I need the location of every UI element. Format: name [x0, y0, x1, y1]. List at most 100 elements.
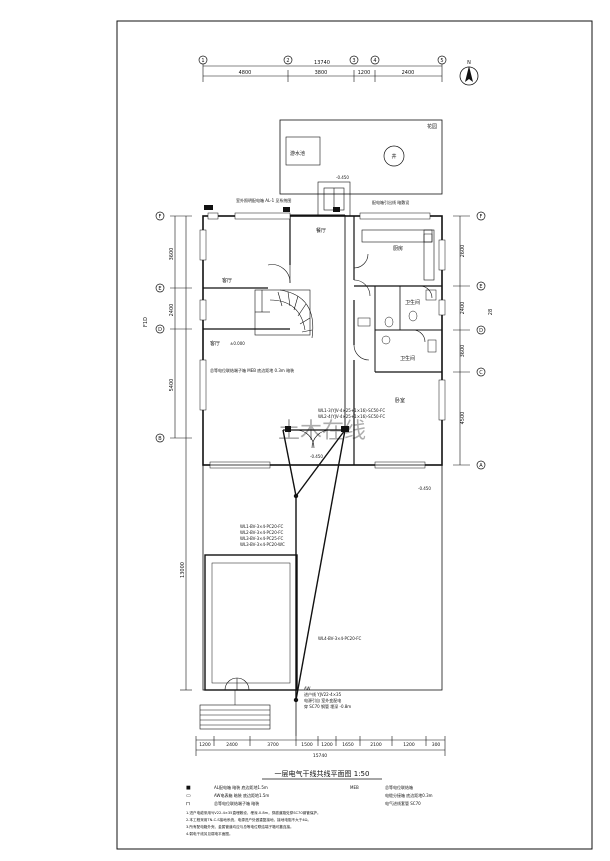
note-mid: 总等电位联结端子箱 MEB 底边距地 0.3m 暗装 [210, 367, 294, 373]
legend-extra-2: 电缆分接箱 底边距地0.3m [385, 792, 433, 798]
room-label-garden: 花园 [427, 123, 437, 130]
left-axis-label: F1D [143, 317, 149, 327]
room-label-bath2: 卫生间 [400, 355, 415, 362]
legend-code-1: MEB [350, 785, 359, 790]
axis-label: E [479, 284, 482, 290]
right-axis-bubbles: F E D C A [476, 211, 486, 470]
cable-label-4: WL2-BV-3×4-PC20-FC [240, 530, 284, 535]
right-dimension-2: 2400 [460, 302, 466, 315]
north-arrow: N [459, 60, 479, 86]
drawing-title: 一层电气干线共线平面图 1:50 [275, 769, 370, 778]
room-label-bath: 卫生间 [405, 299, 420, 306]
level-side: -0.450 [310, 454, 323, 459]
feeder-lines [282, 214, 346, 736]
right-dimension-3: 3600 [460, 345, 466, 358]
bottom-dimension-2: 2400 [226, 742, 238, 748]
top-dimension-4: 2400 [402, 70, 415, 76]
legend-note-4: 4.弱电干线另见弱电平面图。 [186, 831, 233, 836]
watermark: 土木在线 [278, 419, 366, 444]
top-axis-bubbles: 1 2 3 4 5 [198, 55, 447, 65]
bottom-dimension-7: 2100 [370, 742, 382, 748]
legend-symbol-1: ■ [186, 785, 191, 791]
axis-label: 1 [201, 58, 204, 64]
cable-label-garage: WL4-BV-3×4-PC20-FC [318, 636, 362, 641]
room-label-dining: 餐厅 [316, 227, 326, 234]
entry-line-1: 进户线 YJV22-4×35 [304, 691, 342, 697]
legend-extra-1: 总等电位联结箱 [385, 784, 413, 790]
legend-note-1: 1.进户电缆采用YJV22-4×35直埋敷设，埋深-0.8m，穿越道路处穿SC7… [186, 810, 321, 815]
legend-symbol-3: ⊓ [186, 801, 190, 807]
spiral-stair [254, 289, 314, 339]
legend-extra-3: 电气进线套管 SC70 [385, 800, 421, 806]
note-top-right: 配电箱引出线 暗敷设 [372, 199, 409, 205]
top-total-dimension: 13740 [314, 60, 330, 66]
bottom-dimension-6: 1650 [342, 742, 354, 748]
legend-text-3: 总等电位联结端子箱 暗装 [214, 800, 259, 806]
left-dimension-chain [170, 215, 192, 691]
feeder-nodes [285, 426, 349, 703]
axis-label: B [158, 436, 162, 442]
bottom-dimension-3: 3700 [267, 742, 279, 748]
axis-bubble [349, 55, 359, 65]
cable-label-3: WL1-BV-3×4-PC20-FC [240, 524, 284, 529]
axis-label: C [479, 370, 483, 376]
axis-label: 2 [286, 58, 289, 64]
legend-text-2: AW电表箱 暗装 底边距地1.5m [214, 792, 269, 798]
cable-label-2: WL2-4(YJV-4×25+1×16)-SC50-FC [318, 414, 385, 419]
legend-symbol-2: ▭ [186, 793, 191, 799]
cable-label-5: WL3-BV-3×4-PC25-FC [240, 536, 284, 541]
level-living: ±0.000 [230, 341, 245, 346]
bottom-dimension-9: 300 [432, 742, 441, 748]
axis-bubble [370, 55, 380, 65]
bottom-dimension-chain [195, 736, 446, 756]
bottom-total-dimension: 15740 [313, 753, 327, 759]
axis-label: F [159, 214, 162, 220]
right-dimension-1: 2600 [460, 245, 466, 258]
axis-label: D [158, 327, 162, 333]
sheet-border [116, 20, 593, 850]
lower-area [199, 464, 443, 730]
legend-note-2: 2.本工程采用TN-C-S接地系统，电源进户处做重复接地，接地电阻不大于4Ω。 [186, 817, 311, 822]
left-dimension-2: 2400 [169, 304, 175, 317]
axis-label: D [479, 328, 483, 334]
axis-bubble [198, 55, 208, 65]
level-door: -0.450 [418, 486, 431, 491]
cable-label-1: WL1-3(YJV-4×25+1×16)-SC50-FC [318, 408, 385, 413]
room-label-bedroom: 卧室 [395, 397, 405, 404]
axis-bubble [283, 55, 293, 65]
room-label-pool: 游水池 [290, 150, 305, 157]
top-dimension-1: 4800 [239, 70, 252, 76]
distribution-box-top [204, 205, 340, 212]
bottom-dimension-4: 1500 [301, 742, 313, 748]
axis-label: E [158, 286, 161, 292]
room-label-living: 客厅 [210, 340, 220, 347]
top-dimension-chain [202, 60, 443, 82]
right-dimension-4: 4500 [460, 412, 466, 425]
top-dimension-2: 3800 [315, 70, 328, 76]
axis-label: 5 [440, 58, 443, 64]
room-label-living-top: 客厅 [222, 277, 232, 284]
bottom-dimension-1: 1200 [199, 742, 211, 748]
top-dimension-3: 1200 [358, 70, 371, 76]
cable-label-6: WL3-BV-3×4-PC20-WC [240, 542, 285, 547]
axis-label: F [480, 214, 483, 220]
note-top-left: 室外照明配电箱 AL-1 见系统图 [236, 197, 291, 203]
bottom-dimension-5: 1200 [321, 742, 333, 748]
room-label-kitchen: 厨房 [393, 245, 403, 252]
axis-label: 3 [352, 58, 355, 64]
legend-text-1: AL配电箱 暗装 底边距地1.5m [214, 784, 268, 790]
right-axis-label: 28 [488, 309, 494, 315]
left-dimension-1: 3600 [169, 248, 175, 261]
entry-line-2: 电源引自 室外变配电 [304, 697, 341, 703]
garden-area: 井 [279, 119, 443, 195]
left-dimension-4: 13000 [180, 562, 186, 578]
bottom-dimension-8: 1200 [403, 742, 415, 748]
right-dimension-chain [453, 215, 470, 466]
axis-label: A [479, 463, 483, 469]
level-entry-top: -0.450 [336, 175, 349, 180]
entry-line-3: 穿 SC70 钢管 埋深 -0.8m [304, 703, 351, 709]
axis-label: 4 [373, 58, 376, 64]
legend-note-3: 3.所有配电箱外壳、金属管道均应与总等电位联结端子箱可靠连接。 [186, 824, 294, 829]
left-dimension-3: 5400 [169, 379, 175, 392]
